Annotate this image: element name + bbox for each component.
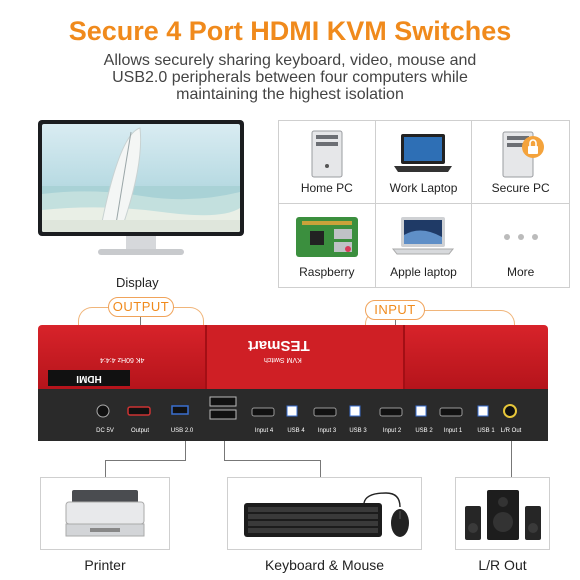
port-label: DC 5V bbox=[96, 428, 114, 434]
usb-stack-port-icon bbox=[209, 409, 237, 420]
surfboard-image-icon bbox=[42, 124, 240, 232]
printer-line-v2 bbox=[105, 460, 106, 477]
hdmi-spec: 4K 60Hz 4:4:4 bbox=[100, 356, 145, 363]
peripheral-label: Printer bbox=[84, 557, 126, 573]
port-label: L/R Out bbox=[500, 428, 522, 434]
usb-b-port-icon bbox=[477, 405, 489, 417]
apple-laptop-icon bbox=[392, 217, 455, 255]
port-label: USB 3 bbox=[349, 428, 367, 434]
device-label: Raspberry bbox=[299, 265, 355, 279]
usb-b-port-icon bbox=[286, 405, 298, 417]
kvm-brand-sub: KVM Switch bbox=[264, 356, 302, 363]
peripheral-label: L/R Out bbox=[478, 557, 527, 573]
device-label: Work Laptop bbox=[389, 181, 458, 195]
input-devices-grid: Home PC Work Laptop Secure PC bbox=[278, 120, 570, 288]
desktop-pc-icon bbox=[311, 130, 343, 178]
page-subtitle: Allows securely sharing keyboard, video,… bbox=[103, 52, 477, 103]
display-label: Display bbox=[116, 275, 159, 290]
port-label: Output bbox=[130, 428, 149, 434]
dc-port-icon bbox=[96, 404, 110, 418]
keyboard-line-v1 bbox=[224, 441, 225, 461]
display-monitor bbox=[38, 120, 244, 236]
input-tag: INPUT bbox=[365, 300, 425, 320]
hdmi-input-port-icon bbox=[313, 407, 337, 417]
device-raspberry: Raspberry bbox=[279, 204, 376, 287]
port-label: Input 1 bbox=[443, 428, 463, 434]
monitor-screen bbox=[42, 124, 240, 232]
hdmi-input-port-icon bbox=[439, 407, 463, 417]
keyboard-mouse-icon bbox=[243, 491, 409, 537]
device-more: More bbox=[472, 204, 569, 287]
printer-box bbox=[40, 477, 170, 550]
kvm-brand: TESmart bbox=[248, 337, 310, 354]
keyboard-line-v2 bbox=[320, 460, 321, 477]
monitor-stand-base bbox=[98, 249, 184, 255]
device-apple-laptop: Apple laptop bbox=[376, 204, 473, 287]
raspberry-board-icon bbox=[295, 217, 358, 257]
secure-pc-icon bbox=[502, 131, 544, 178]
usb-b-port-icon bbox=[349, 405, 361, 417]
kvm-switch-top-panel bbox=[205, 325, 405, 391]
device-home-pc: Home PC bbox=[279, 121, 376, 204]
device-label: Apple laptop bbox=[390, 265, 457, 279]
port-label: USB 2 bbox=[415, 428, 433, 434]
device-work-laptop: Work Laptop bbox=[375, 121, 473, 204]
audio-port-icon bbox=[503, 404, 517, 418]
laptop-icon bbox=[394, 134, 453, 172]
keyboard-line-h bbox=[224, 460, 320, 461]
output-tag: OUTPUT bbox=[108, 297, 174, 317]
keyboard-mouse-box bbox=[227, 477, 422, 550]
page-title: Secure 4 Port HDMI KVM Switches bbox=[68, 16, 512, 46]
usb-stack-port-icon bbox=[209, 396, 237, 407]
printer-line-h bbox=[105, 460, 186, 461]
monitor-stand-neck bbox=[126, 236, 156, 250]
port-label: Input 4 bbox=[254, 428, 274, 434]
peripheral-label: Keyboard & Mouse bbox=[264, 557, 385, 573]
speakers-icon bbox=[464, 489, 541, 540]
port-label: Input 3 bbox=[317, 428, 337, 434]
device-secure-pc: Secure PC bbox=[472, 121, 569, 204]
port-label: Input 2 bbox=[382, 428, 402, 434]
speakers-box bbox=[455, 477, 550, 550]
port-label: USB 2.0 bbox=[170, 428, 194, 434]
hdmi-input-port-icon bbox=[379, 407, 403, 417]
port-label: USB 1 bbox=[477, 428, 495, 434]
hdmi-logo: HDMI bbox=[48, 370, 130, 386]
usb-b-port-icon bbox=[415, 405, 427, 417]
audio-line bbox=[511, 441, 512, 477]
device-label: Home PC bbox=[300, 181, 353, 195]
hdmi-input-port-icon bbox=[251, 407, 275, 417]
usb-port-icon bbox=[171, 405, 189, 415]
device-label: Secure PC bbox=[491, 181, 550, 195]
port-label: USB 4 bbox=[287, 428, 305, 434]
printer-line-v1 bbox=[185, 441, 186, 461]
printer-icon bbox=[65, 489, 145, 536]
hdmi-output-port-icon bbox=[127, 406, 151, 416]
device-label: More bbox=[506, 265, 535, 279]
more-dots-icon bbox=[503, 234, 538, 240]
kvm-ports bbox=[96, 396, 517, 420]
